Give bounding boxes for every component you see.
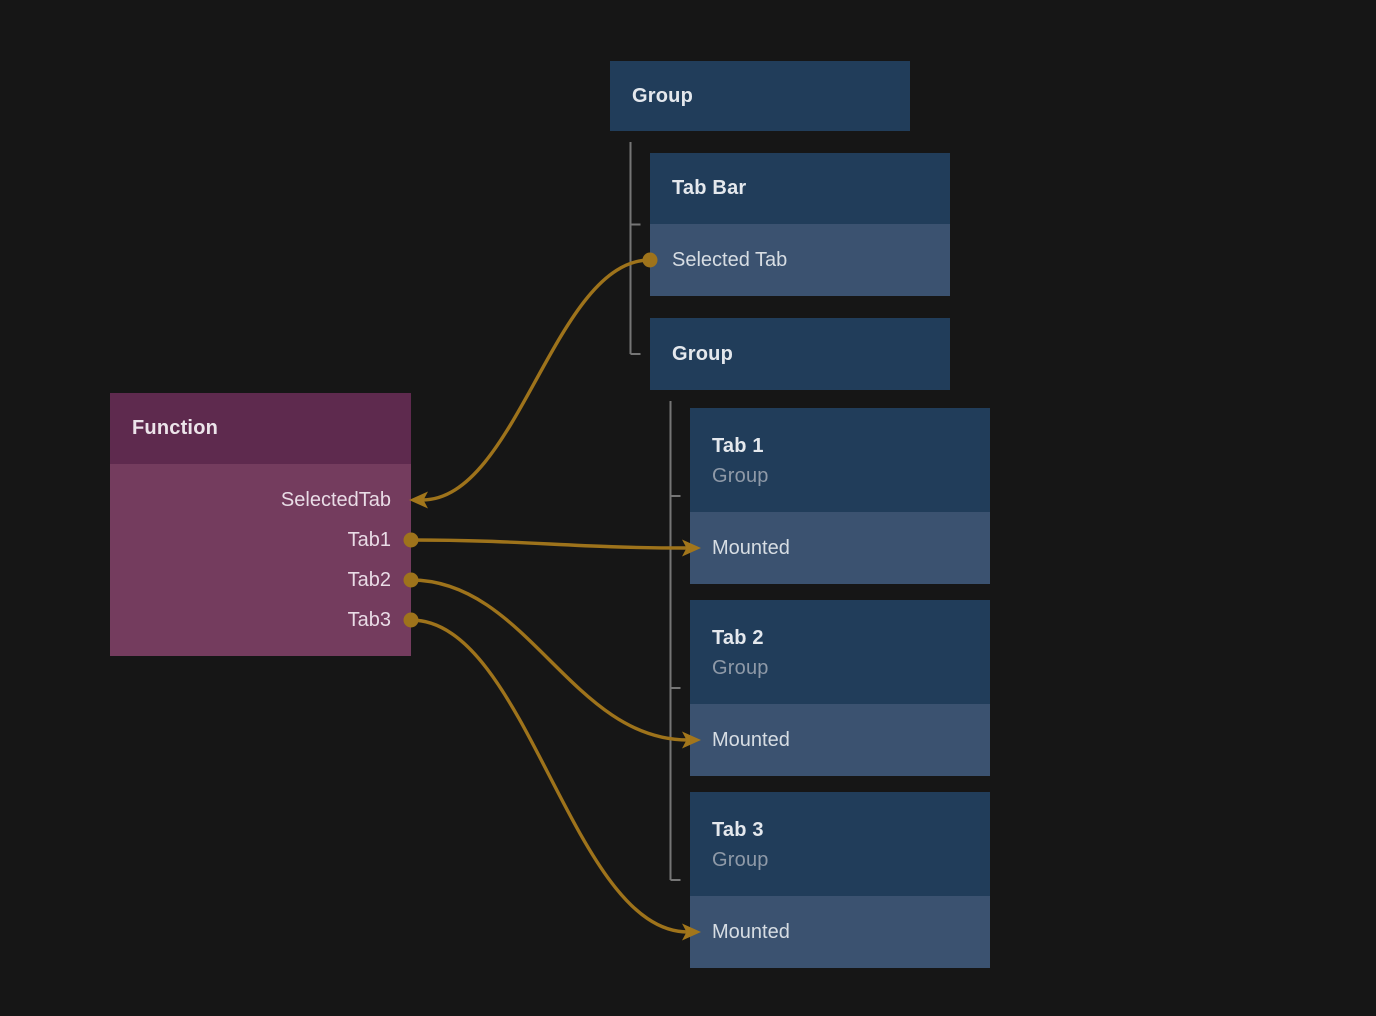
node-group-2-title: Group xyxy=(672,342,733,365)
node-tab-3-subtitle: Group xyxy=(712,849,769,871)
node-tab-1[interactable]: Tab 1 Group Mounted xyxy=(690,408,990,584)
port-tab1[interactable]: Tab1 xyxy=(347,528,391,551)
function-node-body: SelectedTab Tab1 Tab2 Tab3 xyxy=(110,464,411,656)
row-mounted-1[interactable]: Mounted xyxy=(690,512,990,584)
function-node-header[interactable]: Function xyxy=(110,393,411,464)
node-tab-3[interactable]: Tab 3 Group Mounted xyxy=(690,792,990,968)
node-tab-2[interactable]: Tab 2 Group Mounted xyxy=(690,600,990,776)
node-tab-2-subtitle: Group xyxy=(712,657,769,679)
node-tab-1-title: Tab 1 xyxy=(712,435,764,457)
wire-port-tab3-to-row-mounted-3[interactable] xyxy=(410,618,689,934)
wire-port-tab2-to-row-mounted-2[interactable] xyxy=(410,578,689,742)
node-tab-bar-title: Tab Bar xyxy=(672,177,747,199)
node-tab-bar-header[interactable]: Tab Bar xyxy=(650,153,950,224)
node-tab-2-header[interactable]: Tab 2 Group xyxy=(690,600,990,704)
node-tab-1-subtitle: Group xyxy=(712,465,769,487)
wire-row-selected-tab-to-port-selectedtab[interactable] xyxy=(421,258,651,502)
node-group-2-header[interactable]: Group xyxy=(650,318,950,390)
row-mounted-3[interactable]: Mounted xyxy=(690,896,990,968)
function-node[interactable]: Function SelectedTab Tab1 Tab2 Tab3 xyxy=(110,393,411,656)
port-tab2[interactable]: Tab2 xyxy=(347,568,391,591)
node-group-root-title: Group xyxy=(632,84,693,107)
row-mounted-2[interactable]: Mounted xyxy=(690,704,990,776)
node-tab-3-title: Tab 3 xyxy=(712,819,764,841)
node-tab-bar[interactable]: Tab Bar Selected Tab xyxy=(650,153,950,296)
node-tab-1-header[interactable]: Tab 1 Group xyxy=(690,408,990,512)
row-selected-tab[interactable]: Selected Tab xyxy=(650,224,950,296)
node-group-root[interactable]: Group xyxy=(610,61,910,131)
node-group-2[interactable]: Group xyxy=(650,318,950,390)
port-selectedtab[interactable]: SelectedTab xyxy=(280,488,391,511)
node-tab-2-title: Tab 2 xyxy=(712,627,764,649)
node-group-root-header[interactable]: Group xyxy=(610,61,910,131)
function-node-title: Function xyxy=(132,417,219,439)
wire-arrowhead-icon xyxy=(409,491,428,509)
port-tab3[interactable]: Tab3 xyxy=(347,608,391,631)
node-tab-3-header[interactable]: Tab 3 Group xyxy=(690,792,990,896)
wire-port-tab1-to-row-mounted-1[interactable] xyxy=(410,538,689,550)
